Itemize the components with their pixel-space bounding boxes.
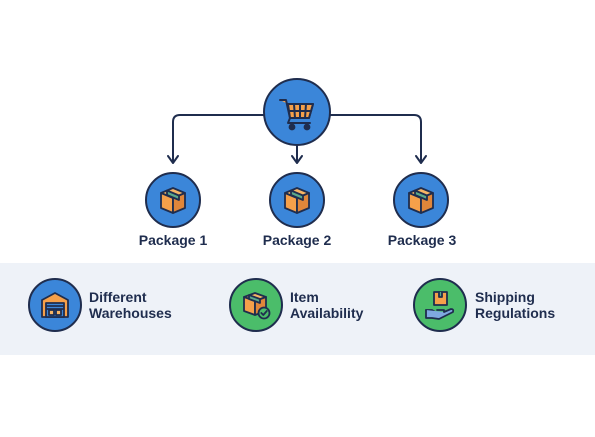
package-3-node	[393, 172, 449, 228]
warehouse-icon	[41, 292, 69, 318]
package-1-node	[145, 172, 201, 228]
package-2-node	[269, 172, 325, 228]
warehouses-label: Different Warehouses	[89, 289, 172, 321]
arrowhead-package-3	[415, 155, 427, 164]
shipping-regulations-label-line2: Regulations	[475, 305, 556, 321]
package-box-icon	[408, 187, 434, 214]
item-availability-label: Item Availability	[290, 289, 363, 321]
package-box-icon	[284, 187, 310, 214]
shipping-regulations-node	[413, 278, 467, 332]
hand-box-icon	[425, 291, 455, 320]
item-availability-label-line2: Availability	[290, 305, 364, 321]
warehouses-label-line2: Warehouses	[89, 305, 172, 321]
connector-to-package-3	[328, 114, 422, 163]
shipping-regulations-label: Shipping Regulations	[475, 289, 555, 321]
arrowhead-package-2	[291, 155, 303, 164]
package-1-label: Package 1	[138, 232, 208, 248]
package-3-label: Package 3	[387, 232, 457, 248]
shipping-regulations-label-line1: Shipping	[475, 289, 535, 305]
factors-band	[0, 263, 595, 355]
item-availability-label-line1: Item	[290, 289, 319, 305]
root-cart-node	[263, 78, 331, 146]
connector-to-package-1	[172, 114, 266, 163]
item-availability-node	[229, 278, 283, 332]
package-2-label: Package 2	[262, 232, 332, 248]
arrowhead-package-1	[167, 155, 179, 164]
box-check-icon	[243, 292, 271, 320]
shopping-cart-icon	[279, 99, 314, 131]
warehouses-node	[28, 278, 82, 332]
warehouses-label-line1: Different	[89, 289, 147, 305]
package-box-icon	[160, 187, 186, 214]
